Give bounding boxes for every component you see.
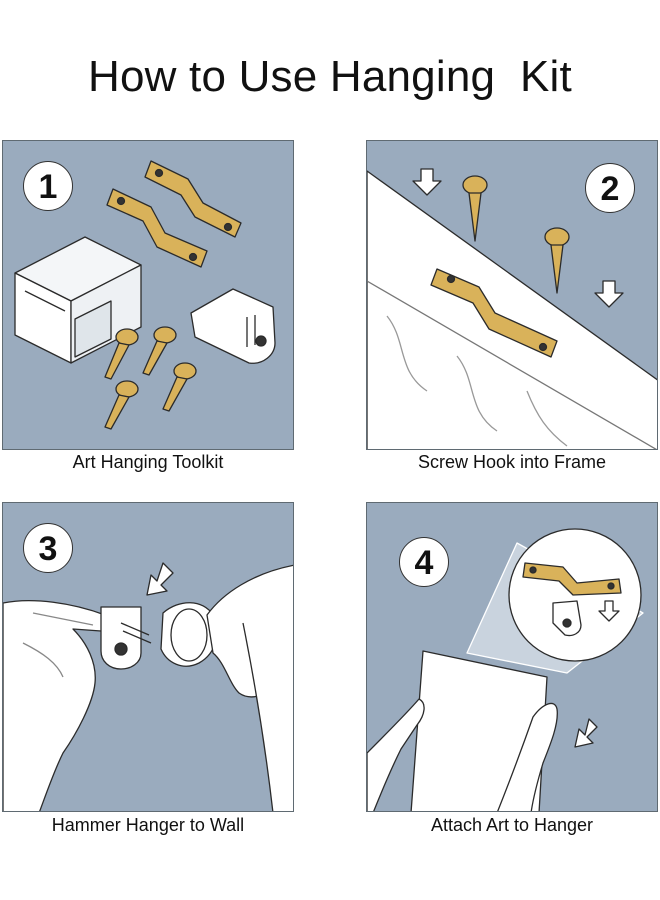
screw-icon	[462, 175, 488, 242]
screw-icon	[104, 380, 139, 430]
diagonal-arrow-icon	[574, 718, 598, 748]
attach-art-illustration	[367, 528, 644, 811]
storage-box-icon	[14, 236, 142, 364]
step-4-badge: 4	[399, 537, 449, 587]
step-2-panel: 2	[366, 140, 658, 450]
step-3-caption: Hammer Hanger to Wall	[51, 815, 245, 835]
screw-icon	[544, 227, 570, 294]
wall-hanger-icon	[552, 600, 582, 637]
frame-hook-illustration	[367, 168, 657, 449]
down-arrow-icon	[598, 600, 620, 622]
step-4-panel: 4	[366, 502, 658, 812]
hand-icon	[3, 599, 112, 811]
step-1-caption: Art Hanging Toolkit	[72, 452, 224, 472]
screw-icon	[142, 326, 177, 376]
sawtooth-hanger-icon	[106, 188, 208, 268]
hammer-illustration	[3, 562, 293, 811]
wall-hanger-icon	[190, 288, 276, 364]
sawtooth-hanger-icon	[144, 160, 242, 238]
hand-icon	[497, 702, 558, 811]
down-arrow-icon	[594, 280, 624, 308]
sawtooth-hanger-icon	[522, 562, 622, 596]
frame-icon	[367, 170, 657, 449]
screw-icon	[104, 328, 139, 380]
toolkit-illustration	[14, 160, 276, 430]
down-arrow-icon	[412, 168, 442, 196]
hand-icon	[367, 698, 425, 811]
step-3-panel: 3	[2, 502, 294, 812]
step-2-caption: Screw Hook into Frame	[417, 452, 607, 472]
hammer-icon	[160, 564, 293, 811]
step-1-panel: 1	[2, 140, 294, 450]
wall-hanger-icon	[100, 606, 152, 670]
screw-icon	[162, 362, 197, 412]
step-2-badge: 2	[585, 163, 635, 213]
step-1-badge: 1	[23, 161, 73, 211]
page-title: How to Use Hanging Kit	[88, 52, 572, 101]
sawtooth-hanger-icon	[430, 268, 558, 358]
diagonal-arrow-icon	[146, 562, 174, 596]
step-4-caption: Attach Art to Hanger	[430, 815, 594, 835]
step-3-badge: 3	[23, 523, 73, 573]
